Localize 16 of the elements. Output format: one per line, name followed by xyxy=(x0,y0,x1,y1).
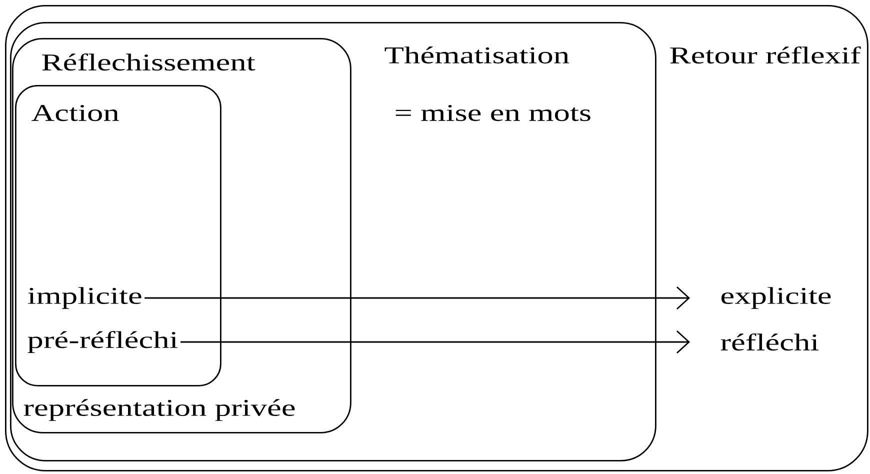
panel-box xyxy=(15,85,222,386)
term-label: explicite xyxy=(721,287,831,309)
box-heading: Réflechissement xyxy=(42,53,256,71)
box-heading: Action xyxy=(32,104,119,122)
box-heading: Retour réflexif xyxy=(670,46,861,64)
arrow xyxy=(180,330,690,354)
box-heading: Thématisation xyxy=(384,46,570,64)
arrow xyxy=(144,286,690,310)
panel-box xyxy=(10,22,656,462)
box-heading: représentation privée xyxy=(24,399,295,421)
box-heading: = mise en mots xyxy=(396,104,590,122)
term-label: réfléchi xyxy=(720,333,819,351)
panel-box xyxy=(12,38,352,434)
term-label: implicite xyxy=(28,287,142,309)
panel-box xyxy=(5,5,868,472)
term-label: pré-réfléchi xyxy=(28,331,178,353)
